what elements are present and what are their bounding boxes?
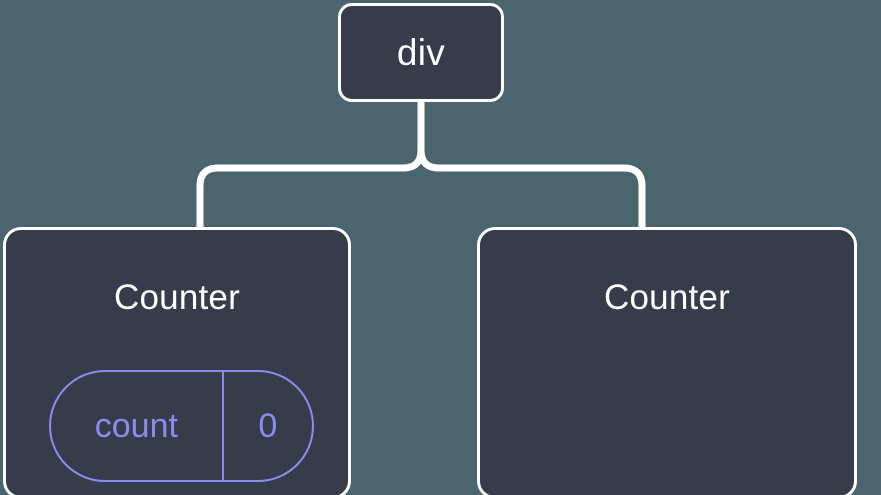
node-root-div[interactable]: div (338, 3, 504, 102)
state-pill-left-wrapper: count 0 (49, 370, 314, 482)
node-counter-left[interactable]: Counter count 0 (3, 227, 351, 495)
state-pill-left-value: 0 (258, 407, 278, 445)
node-counter-right[interactable]: Counter count 1 (477, 227, 857, 495)
state-pill-left[interactable]: count 0 (49, 370, 314, 482)
state-pill-left-divider (221, 372, 224, 480)
connector-branch-right (417, 146, 646, 233)
node-counter-left-title: Counter (114, 278, 240, 317)
node-counter-right-title: Counter (604, 278, 730, 317)
node-root-label: div (396, 32, 446, 73)
connector-branch-left (196, 146, 425, 233)
state-pill-left-key: count (94, 407, 178, 445)
